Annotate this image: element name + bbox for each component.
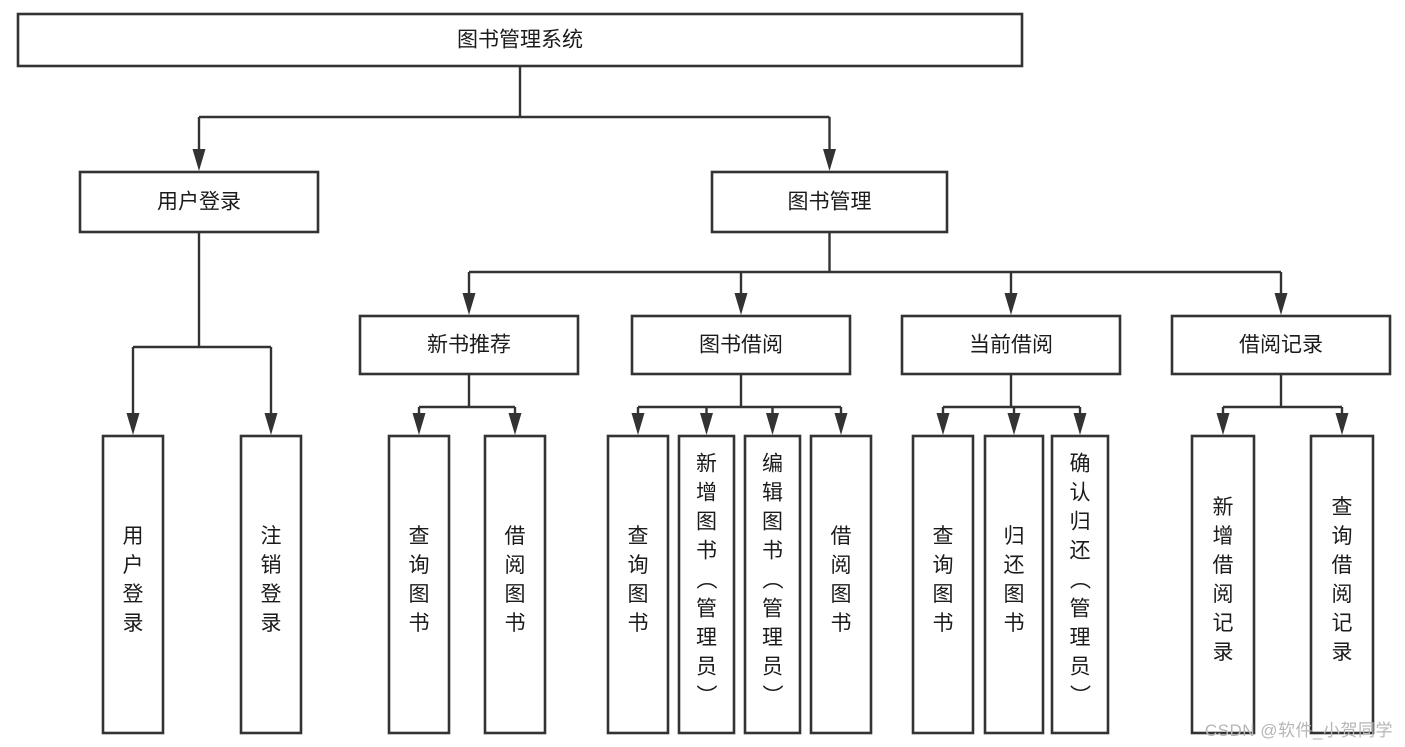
node-label: 借阅图书 [505, 525, 526, 635]
node-leaf-user-login[interactable]: 用户登录 [101, 434, 165, 735]
arrowhead-icon [412, 413, 426, 435]
node-leaf-cb-return[interactable]: 归还图书 [983, 434, 1045, 735]
arrowhead-icon [264, 413, 278, 435]
node-box [1050, 434, 1110, 735]
node-leaf-bb-edit[interactable]: 编辑图书（管理员） [743, 434, 802, 735]
node-leaf-cb-confirm[interactable]: 确认归还（管理员） [1050, 434, 1110, 735]
node-box [358, 314, 580, 376]
arrowhead-icon [462, 293, 476, 315]
node-label: 用户登录 [123, 525, 144, 635]
arrowhead-icon [766, 413, 779, 435]
arrowhead-icon [1007, 413, 1021, 435]
arrowhead-icon [631, 413, 645, 435]
node-label: 注销登录 [261, 525, 282, 635]
node-label: 归还图书 [1004, 525, 1025, 635]
node-root[interactable]: 图书管理系统 [16, 12, 1024, 68]
node-label: 查询图书 [933, 525, 954, 635]
node-box [710, 170, 949, 234]
node-box [983, 434, 1045, 735]
node-box [101, 434, 165, 735]
node-label: 新增图书（管理员） [696, 453, 718, 708]
node-box [809, 434, 873, 735]
node-box [1170, 314, 1392, 376]
node-book-borrow[interactable]: 图书借阅 [630, 314, 852, 376]
node-leaf-bb-query[interactable]: 查询图书 [606, 434, 670, 735]
node-leaf-bb-add[interactable]: 新增图书（管理员） [677, 434, 736, 735]
node-box [911, 434, 975, 735]
node-label: 借阅记录 [1239, 334, 1323, 357]
node-box [16, 12, 1024, 68]
arrowhead-icon [508, 413, 522, 435]
arrowhead-icon [823, 149, 836, 171]
node-label: 查询图书 [628, 525, 649, 635]
node-box [78, 170, 320, 234]
node-leaf-rec-borrow[interactable]: 借阅图书 [483, 434, 547, 735]
node-leaf-br-query[interactable]: 查询借阅记录 [1309, 434, 1375, 735]
arrowhead-icon [834, 413, 848, 435]
node-box [630, 314, 852, 376]
arrowhead-icon [1073, 413, 1087, 435]
arrowhead-icon [126, 413, 140, 435]
node-label: 新增借阅记录 [1213, 496, 1234, 664]
arrowhead-icon [1335, 413, 1349, 435]
node-leaf-cb-query[interactable]: 查询图书 [911, 434, 975, 735]
node-label: 确认归还（管理员） [1070, 453, 1092, 708]
node-label: 图书借阅 [699, 334, 783, 357]
node-box [239, 434, 303, 735]
node-leaf-bb-borrow[interactable]: 借阅图书 [809, 434, 873, 735]
node-leaf-br-add[interactable]: 新增借阅记录 [1190, 434, 1256, 735]
node-label: 新书推荐 [427, 334, 511, 357]
node-label: 用户登录 [157, 191, 241, 214]
arrowhead-icon [936, 413, 950, 435]
node-label: 编辑图书（管理员） [762, 453, 784, 708]
node-label: 借阅图书 [831, 525, 852, 635]
arrowhead-icon [700, 413, 713, 435]
node-new-book-rec[interactable]: 新书推荐 [358, 314, 580, 376]
node-label: 查询图书 [409, 525, 430, 635]
arrowhead-icon [1274, 293, 1288, 315]
arrowhead-icon [1216, 413, 1230, 435]
node-box [743, 434, 802, 735]
node-leaf-logout[interactable]: 注销登录 [239, 434, 303, 735]
node-borrow-record[interactable]: 借阅记录 [1170, 314, 1392, 376]
node-label: 图书管理 [788, 191, 872, 214]
node-box [387, 434, 451, 735]
node-box [606, 434, 670, 735]
node-box [1190, 434, 1256, 735]
node-box [900, 314, 1122, 376]
node-label: 当前借阅 [969, 334, 1053, 357]
node-label: 图书管理系统 [457, 29, 583, 52]
node-box [677, 434, 736, 735]
node-current-borrow[interactable]: 当前借阅 [900, 314, 1122, 376]
arrowhead-icon [734, 293, 748, 315]
node-label: 查询借阅记录 [1332, 496, 1353, 664]
node-user-login[interactable]: 用户登录 [78, 170, 320, 234]
node-leaf-rec-query[interactable]: 查询图书 [387, 434, 451, 735]
node-box [1309, 434, 1375, 735]
node-box [483, 434, 547, 735]
arrowhead-icon [1004, 293, 1018, 315]
node-book-manage[interactable]: 图书管理 [710, 170, 949, 234]
arrowhead-icon [192, 149, 206, 171]
